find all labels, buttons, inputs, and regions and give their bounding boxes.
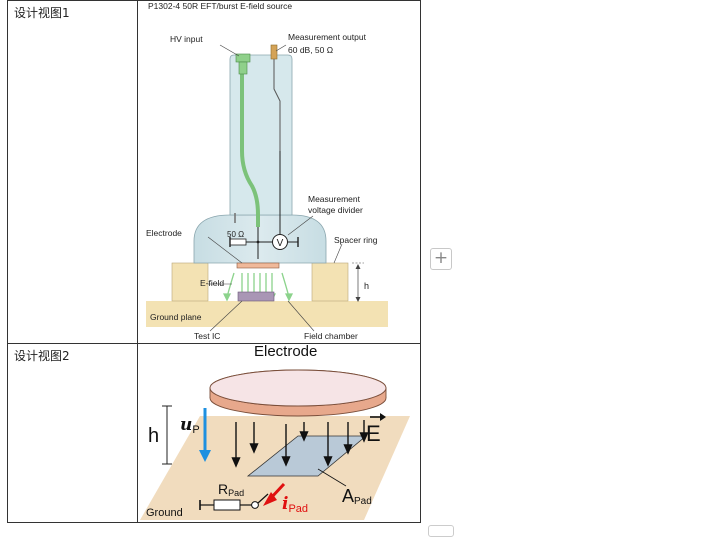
figure-cell: Electrode h uP E APad (137, 343, 421, 523)
electrode-plate (236, 262, 280, 269)
svg-text:V: V (277, 238, 284, 249)
field-arrows (231, 420, 369, 468)
test-ic (237, 291, 275, 302)
bottom-handle[interactable] (428, 525, 454, 537)
measurement-line (273, 59, 281, 151)
h-label: h (364, 281, 369, 291)
figure-title: P1302-4 50R EFT/burst E-field source (148, 1, 292, 11)
row-label-cell: 设计视图2 (7, 343, 138, 523)
pad-area (246, 435, 368, 477)
current-arrow (263, 492, 277, 506)
electrode-title: Electrode (254, 344, 317, 360)
ground-label: Ground (146, 507, 183, 519)
current-label: iPad (282, 494, 308, 515)
resistor-label: RPad (218, 481, 244, 498)
hv-tube (229, 54, 293, 216)
measurement-divider-label-1: Measurement (308, 194, 361, 204)
row-label-cell: 设计视图1 (7, 0, 138, 344)
row-label: 设计视图2 (14, 349, 70, 363)
test-ic-label: Test IC (194, 331, 220, 341)
pad-terminal (251, 501, 259, 509)
spacer-ring-label: Spacer ring (334, 235, 378, 245)
row-label: 设计视图1 (14, 6, 70, 20)
resistor-symbol (213, 499, 241, 511)
field-chamber-label: Field chamber (304, 331, 358, 341)
ground-plane (146, 301, 388, 327)
hv-cable (240, 63, 260, 227)
spacer-ring-left (171, 262, 209, 302)
e-field-label: E-field (200, 278, 224, 288)
resistor-label: 50 Ω (227, 230, 244, 239)
voltage-arrow (199, 450, 211, 462)
e-field-vector-label: E (366, 421, 381, 446)
electrode-label: Electrode (146, 228, 182, 238)
hv-input-label: HV input (170, 34, 203, 44)
pad-area-label: APad (342, 486, 372, 507)
ground-plane-label: Ground plane (150, 312, 202, 322)
measurement-output-connector (270, 44, 278, 60)
electrode-model-diagram: Electrode h uP E APad (140, 344, 410, 520)
table-row: 设计视图2 (7, 343, 421, 523)
document-table: 设计视图1 P1302-4 50R EFT/burst E-field sour… (7, 0, 421, 523)
table-row: 设计视图1 P1302-4 50R EFT/burst E-field sour… (7, 0, 421, 344)
add-row-button[interactable]: + (430, 248, 452, 270)
h-dimension-label: h (148, 425, 159, 447)
spacer-ring-right (311, 262, 349, 302)
measurement-output-spec: 60 dB, 50 Ω (288, 45, 333, 55)
eft-efield-source-diagram: P1302-4 50R EFT/burst E-field source (146, 1, 388, 341)
resistor-symbol (229, 238, 247, 246)
measurement-output-label: Measurement output (288, 32, 367, 42)
measurement-divider-label-2: voltage divider (308, 205, 363, 215)
voltage-u-label: uP (180, 415, 200, 436)
figure-cell: P1302-4 50R EFT/burst E-field source (137, 0, 421, 344)
